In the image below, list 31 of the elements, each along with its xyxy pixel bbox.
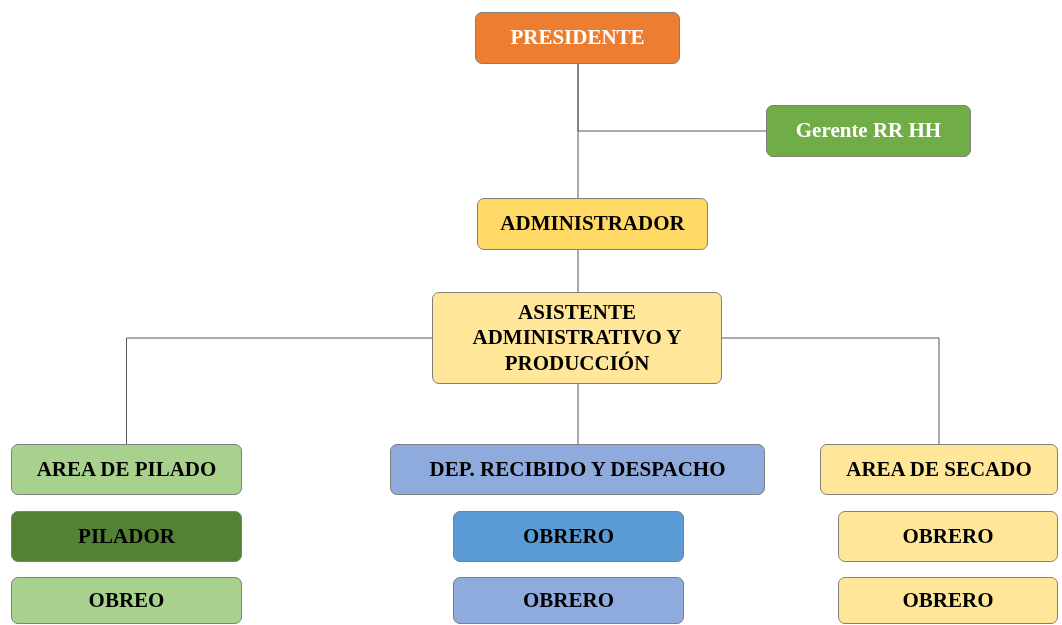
org-box: [11, 577, 242, 624]
connector-line: [577, 383, 579, 445]
org-box: [11, 511, 242, 562]
org-box: [432, 292, 722, 384]
role-label: OBRERO: [523, 587, 614, 614]
org-box: [11, 444, 242, 495]
role-label: OBRERO: [523, 523, 614, 550]
role-label: PRESIDENTE: [510, 25, 645, 51]
org-box: [390, 444, 765, 495]
org-box: [453, 577, 684, 624]
org-box: [838, 511, 1058, 562]
role-label: PILADOR: [78, 523, 175, 550]
org-box: [838, 577, 1058, 624]
connector-line: [577, 249, 579, 293]
org-box: [820, 444, 1058, 495]
role-label: ADMINISTRADOR: [500, 211, 685, 237]
role-label: Gerente RR HH: [795, 118, 942, 144]
president-box: [475, 12, 680, 64]
org-box: [766, 105, 971, 157]
role-label: OBRERO: [902, 523, 994, 550]
org-box: [477, 198, 708, 250]
role-label: AREA DE PILADO: [36, 456, 217, 483]
connector-line: [721, 337, 940, 445]
role-label: OBRERO: [902, 587, 994, 614]
org-box: [453, 511, 684, 562]
connector-line: [577, 63, 767, 132]
role-label: ASISTENTE ADMINISTRATIVO Y PRODUCCIÓN: [471, 300, 683, 376]
connector-line: [126, 337, 433, 445]
role-label: AREA DE SECADO: [846, 456, 1032, 483]
role-label: OBREO: [88, 587, 165, 614]
role-label: DEP. RECIBIDO Y DESPACHO: [429, 456, 726, 483]
